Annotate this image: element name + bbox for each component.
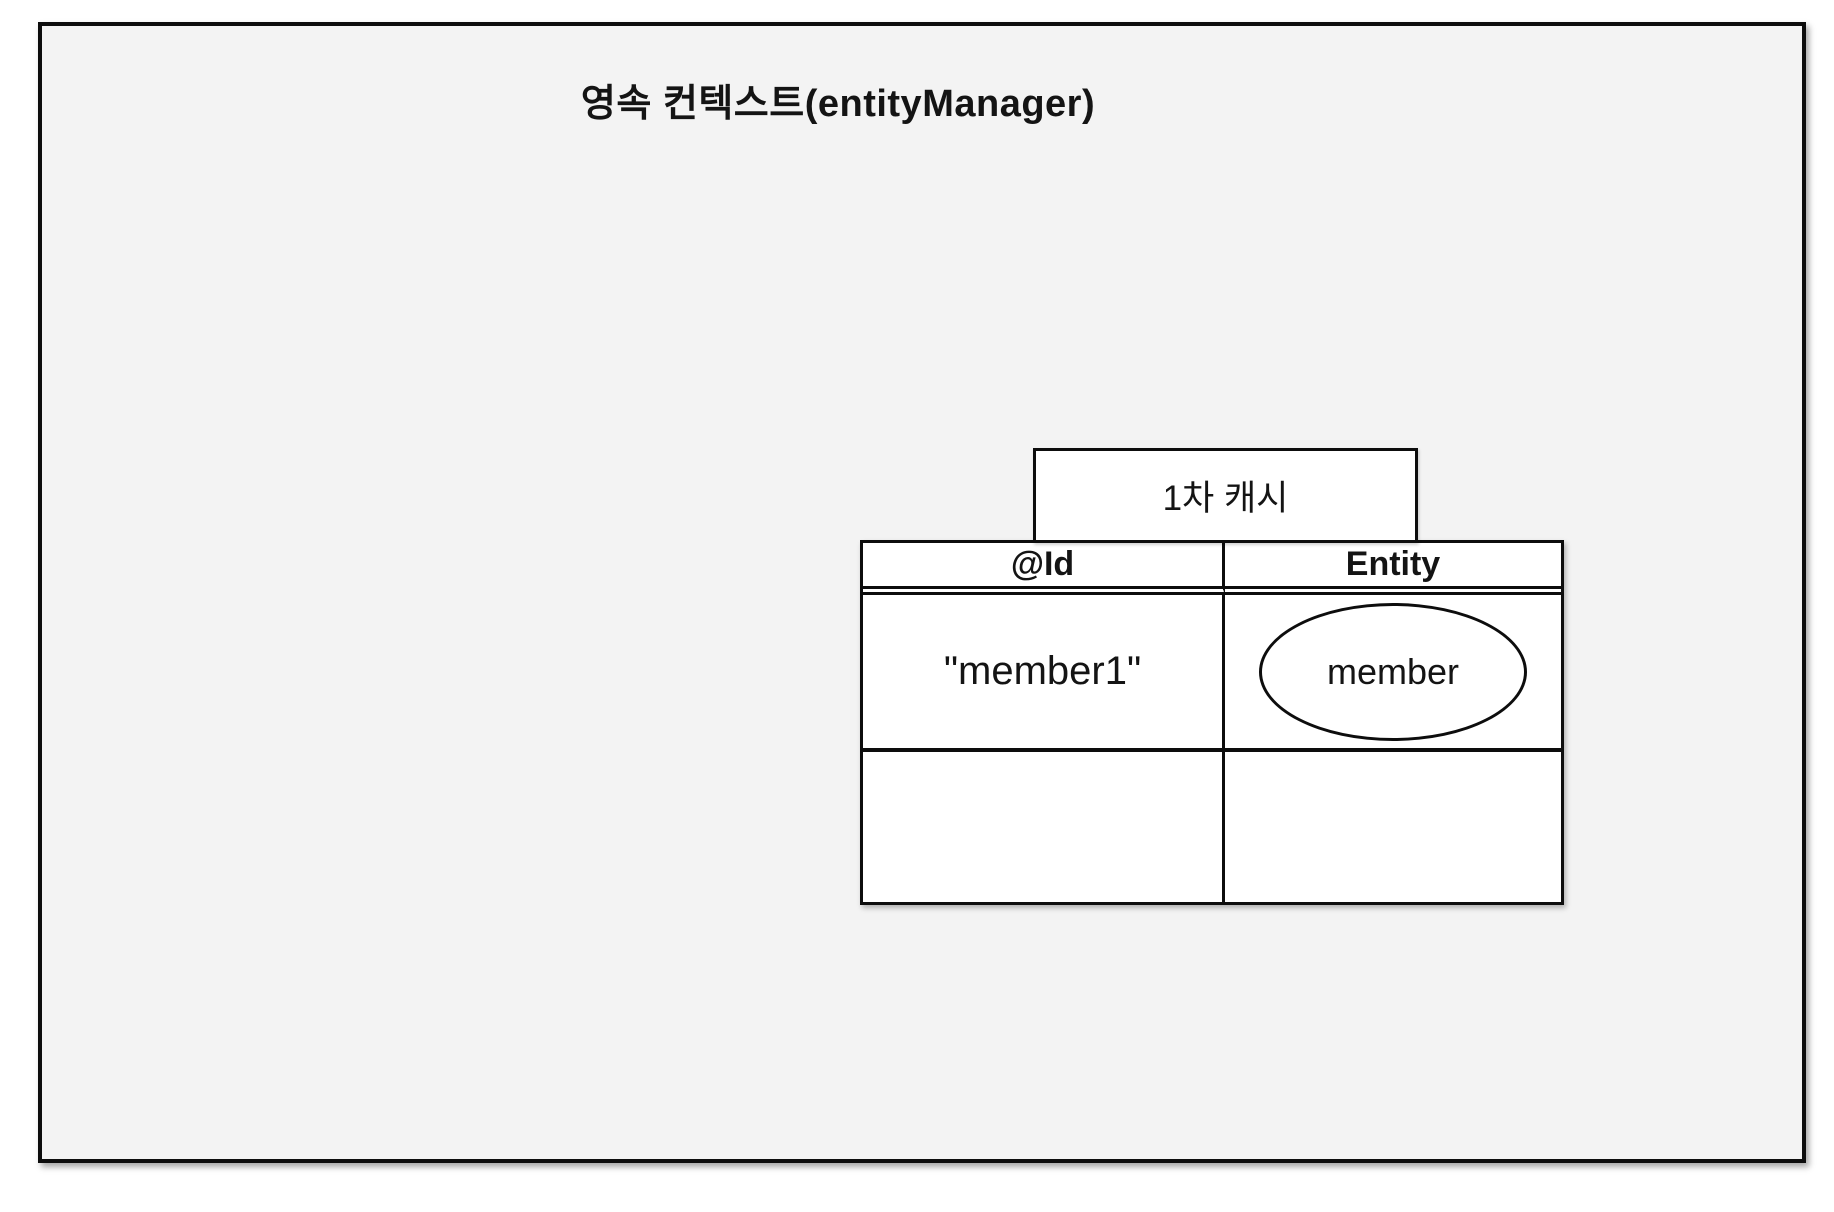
id-cell xyxy=(863,752,1225,902)
table-header-row: @Id Entity xyxy=(863,543,1561,595)
column-header-id: @Id xyxy=(863,543,1225,595)
entity-cell xyxy=(1225,752,1561,902)
id-cell: "member1" xyxy=(863,595,1225,753)
table-row: "member1" member xyxy=(863,595,1561,753)
first-level-cache-box: 1차 캐시 xyxy=(1033,448,1418,543)
column-header-entity: Entity xyxy=(1225,543,1561,595)
table-row xyxy=(863,752,1561,902)
first-level-cache-table: @Id Entity "member1" member xyxy=(860,540,1564,905)
entity-label: member xyxy=(1326,650,1460,692)
member-entity-ellipse: member xyxy=(1259,602,1527,741)
entity-cell: member xyxy=(1225,595,1561,753)
page-title: 영속 컨텍스트(entityManager) xyxy=(580,83,1096,125)
first-level-cache-label: 1차 캐시 xyxy=(1162,479,1289,518)
